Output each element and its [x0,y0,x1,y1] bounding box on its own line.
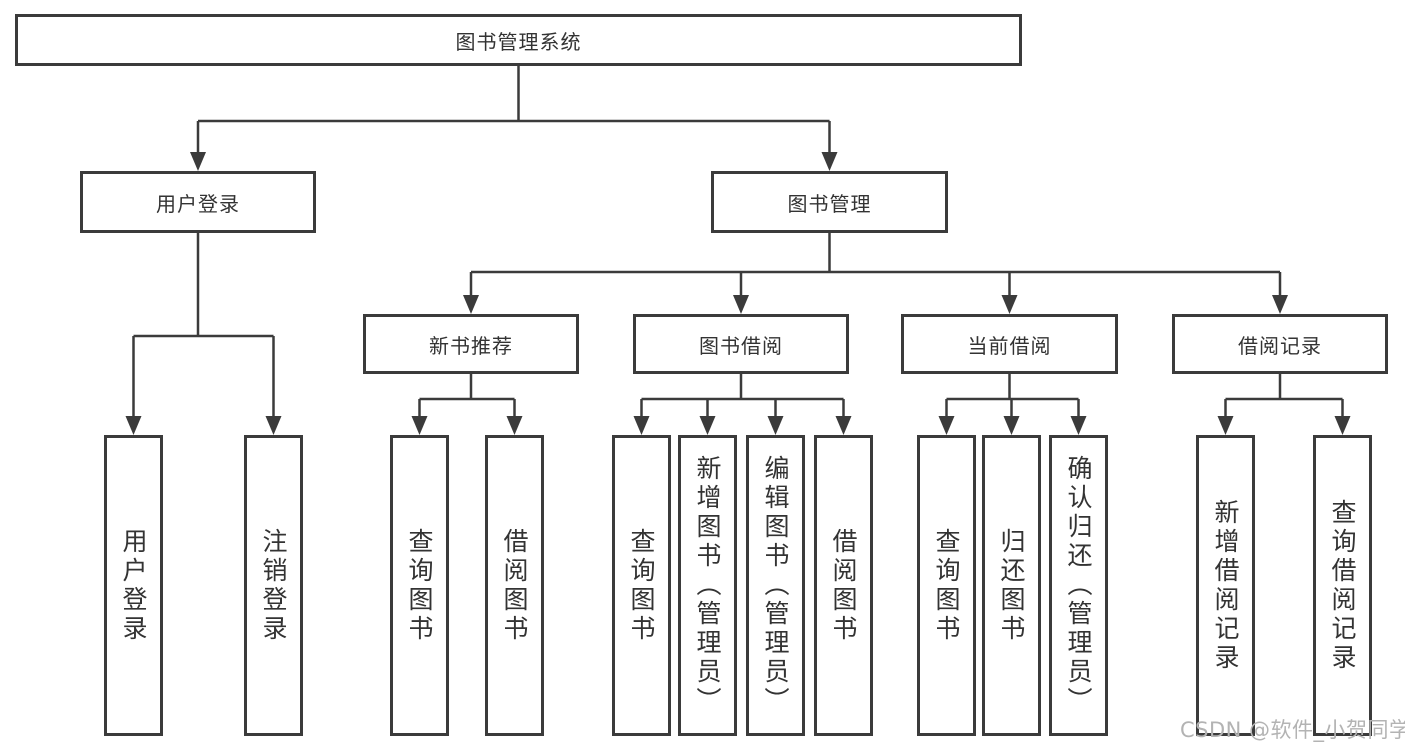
leaf-user-login: 用户登录 [104,435,163,736]
arrow-down-icon [1334,416,1351,435]
connector-current-borrow [945,374,1080,420]
arrow-down-icon [1003,416,1020,435]
arrow-down-icon [1217,416,1234,435]
arrow-down-icon [411,416,428,435]
arrow-down-icon [125,416,142,435]
arrow-down-icon [1272,295,1288,314]
leaf-current-return-books: 归还图书 [982,435,1041,736]
leaf-current-confirm-return-admin: 确认归还（管理员） [1049,435,1108,736]
connector-root [196,66,831,156]
leaf-logout-login: 注销登录 [244,435,303,736]
leaf-borrow-add-book-admin: 新增图书（管理员） [678,435,737,736]
arrow-down-icon [265,416,282,435]
leaf-records-add-record: 新增借阅记录 [1196,435,1255,736]
arrow-down-icon [835,416,852,435]
connector-book-borrow [640,374,845,420]
arrow-down-icon [1070,416,1087,435]
arrow-down-icon [767,416,784,435]
node-root: 图书管理系统 [15,14,1022,66]
arrow-down-icon [821,152,838,171]
arrowheads [125,152,1351,435]
node-user-login: 用户登录 [80,171,316,233]
arrow-down-icon [506,416,523,435]
node-borrow-records: 借阅记录 [1172,314,1388,374]
connector-borrow-records [1224,374,1344,420]
arrow-down-icon [633,416,650,435]
leaf-current-query-books: 查询图书 [917,435,976,736]
arrow-down-icon [1001,295,1018,314]
connector-user-login [132,233,275,420]
arrow-down-icon [938,416,955,435]
leaf-borrow-query-books: 查询图书 [612,435,671,736]
node-current-borrow: 当前借阅 [901,314,1118,374]
leaf-records-query-record: 查询借阅记录 [1313,435,1372,736]
node-new-book-recommend: 新书推荐 [363,314,579,374]
arrow-down-icon [699,416,716,435]
csdn-watermark: CSDN @软件_小贺同学 [1180,718,1405,742]
leaf-borrow-borrow-books: 借阅图书 [814,435,873,736]
leaf-newbook-borrow-books: 借阅图书 [485,435,544,736]
leaf-borrow-edit-book-admin: 编辑图书（管理员） [746,435,805,736]
node-book-borrow: 图书借阅 [633,314,849,374]
connector-new-book-recommend [418,374,516,420]
node-book-management: 图书管理 [711,171,948,233]
arrow-down-icon [463,295,479,314]
arrow-down-icon [733,295,749,314]
connector-book-management [469,233,1282,299]
leaf-newbook-query-books: 查询图书 [390,435,449,736]
arrow-down-icon [190,152,206,171]
